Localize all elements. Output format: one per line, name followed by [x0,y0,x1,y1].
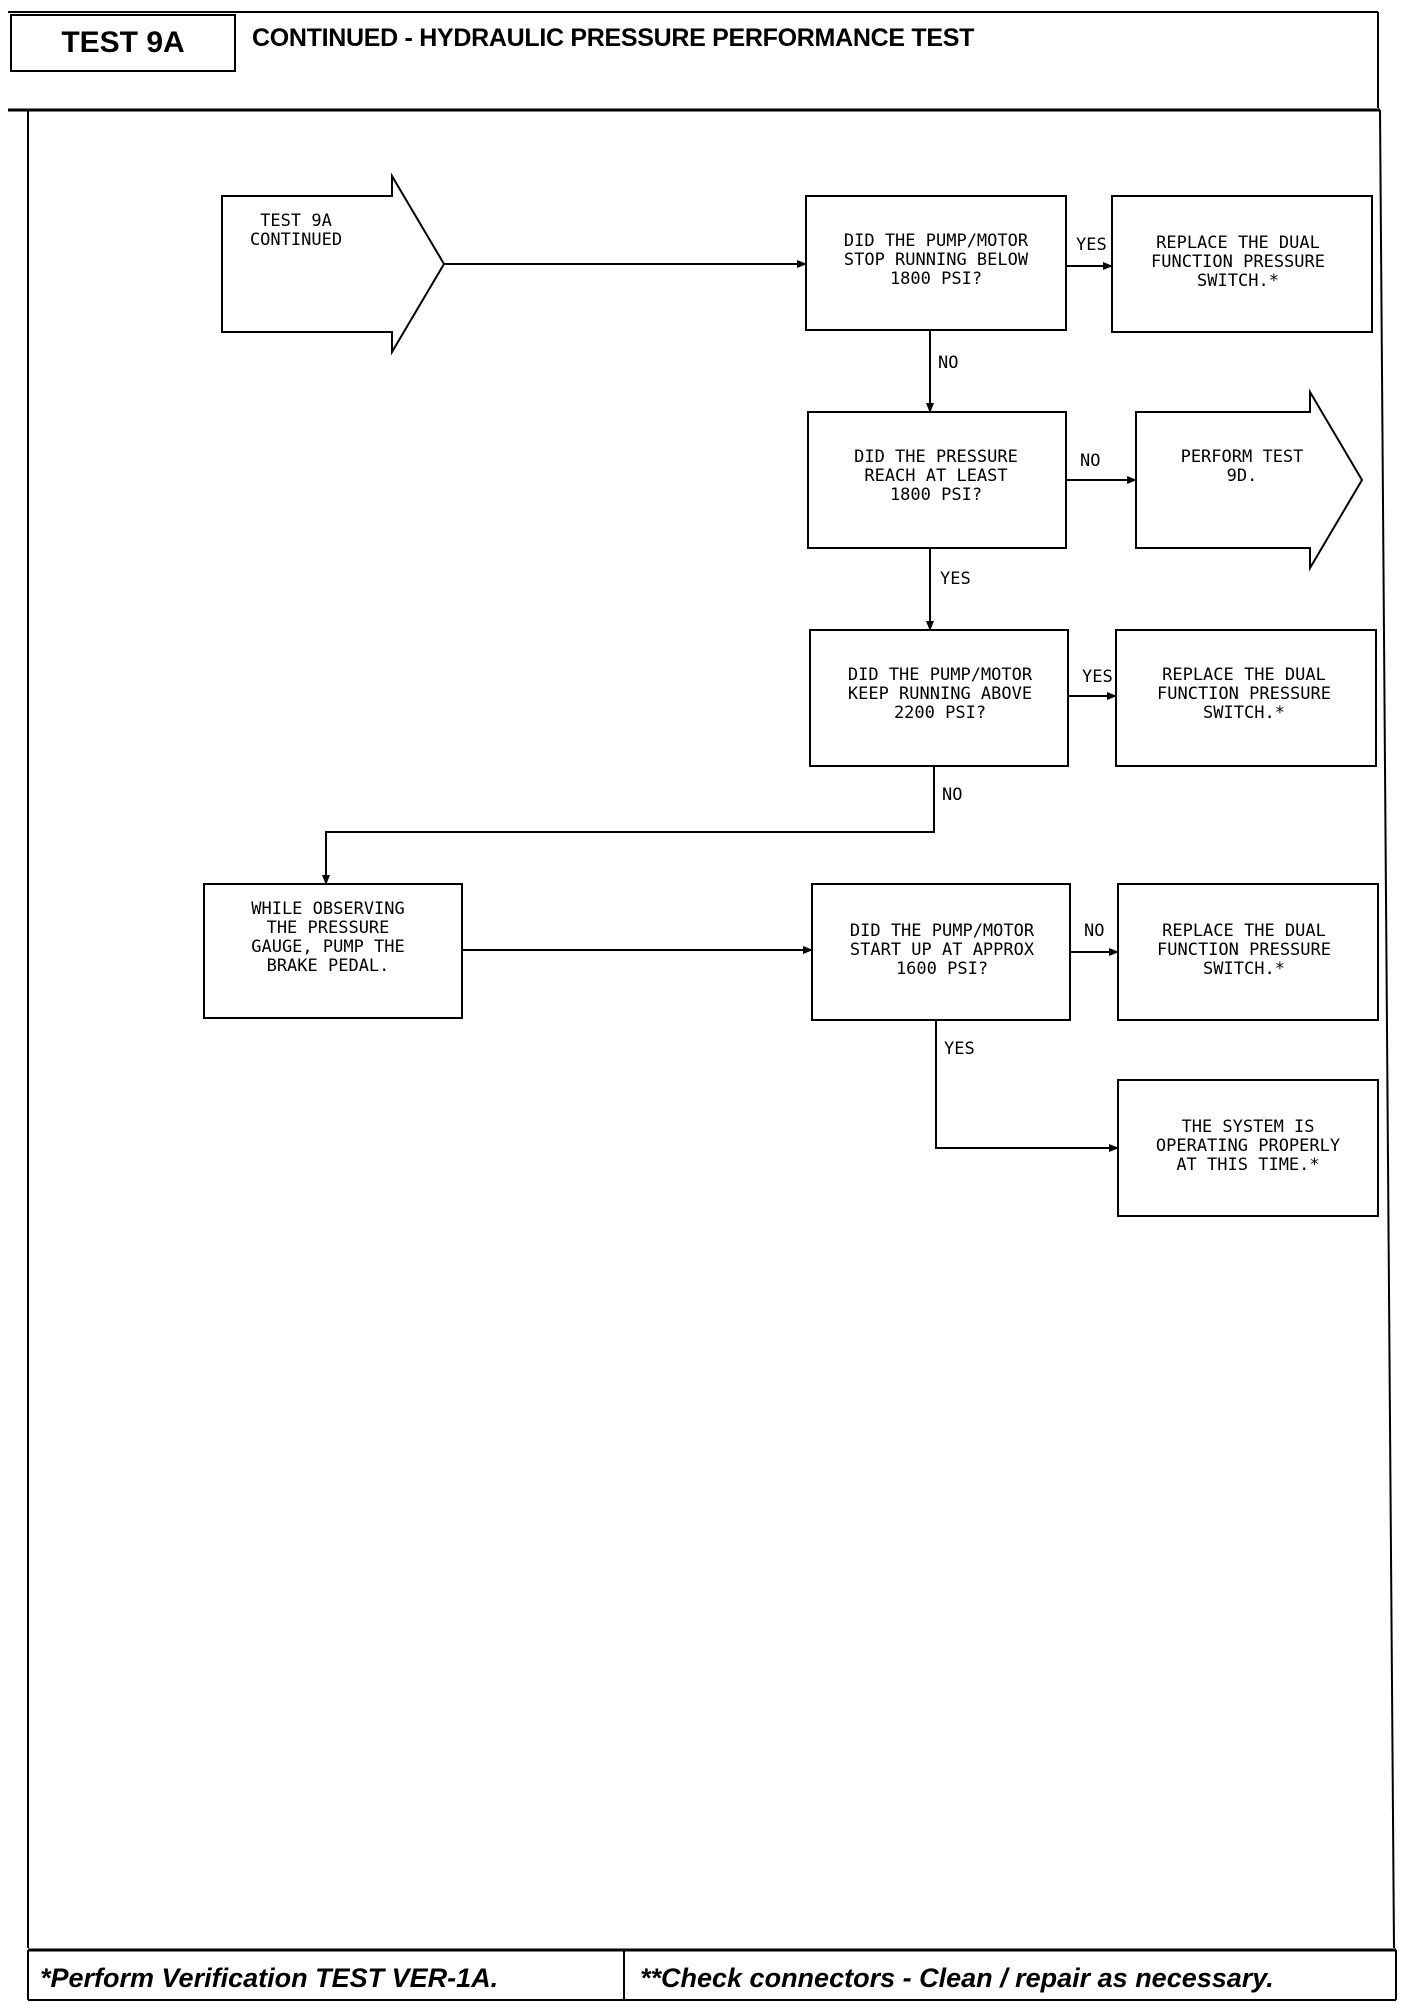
text-line: REPLACE THE DUAL [1162,665,1326,685]
text-line: 1800 PSI? [890,485,982,505]
text-line: REACH AT LEAST [864,466,1007,486]
text-line: SWITCH.* [1203,959,1285,979]
text-line: DID THE PUMP/MOTOR [844,231,1029,251]
text-line: 1800 PSI? [890,269,982,289]
label-q2-no: NO [1080,451,1100,471]
connector-q4-a5 [935,1020,1119,1152]
text-line: TEST 9A [260,211,332,231]
text-line: REPLACE THE DUAL [1162,921,1326,941]
a3-box [1115,629,1377,767]
q2-box [807,411,1067,549]
text-line: 2200 PSI? [894,703,986,723]
text-line: STOP RUNNING BELOW [844,250,1029,270]
text-line: GAUGE, PUMP THE [251,937,405,957]
label-q4-no: NO [1084,921,1104,941]
text-line: SWITCH.* [1197,271,1279,291]
flowchart-shapes [203,172,1379,1217]
label-q2-yes: YES [940,569,971,589]
test-id-label: TEST 9A [10,14,236,72]
text-line: START UP AT APPROX [850,940,1035,960]
text-line: DID THE PUMP/MOTOR [848,665,1033,685]
text-line: THE SYSTEM IS [1181,1117,1314,1137]
text-line: FUNCTION PRESSURE [1157,684,1331,704]
a1-box [1111,195,1373,333]
a2-arrow-shape [1135,388,1364,572]
text-line: WHILE OBSERVING [251,899,405,919]
text-line: BRAKE PEDAL. [267,956,390,976]
page-title: CONTINUED - HYDRAULIC PRESSURE PERFORMAN… [252,24,975,52]
text-line: CONTINUED [250,230,342,250]
start-arrow-shape [221,172,446,356]
text-line: KEEP RUNNING ABOVE [848,684,1032,704]
label-q3-yes: YES [1082,667,1113,687]
text-line: PERFORM TEST [1181,447,1304,467]
text-line: THE PRESSURE [267,918,390,938]
a4-box [1117,883,1379,1021]
footer-verification-note: *Perform Verification TEST VER-1A. [40,1963,499,1993]
q1-box [805,195,1067,331]
step-box [203,883,463,1019]
a5-box [1117,1079,1379,1217]
text-line: 9D. [1227,466,1258,486]
text-line: AT THIS TIME.* [1176,1155,1319,1175]
text-line: SWITCH.* [1203,703,1285,723]
label-q4-yes: YES [944,1039,975,1059]
label-q1-no: NO [938,353,958,373]
flowchart-connectors [322,260,1137,1152]
text-line: 1600 PSI? [896,959,988,979]
branch-labels: YES NO NO YES YES NO NO YES [938,235,1113,1059]
q3-box [809,629,1069,767]
text-line: FUNCTION PRESSURE [1151,252,1325,272]
connector-q3-step [322,766,935,885]
text-line: DID THE PRESSURE [854,447,1018,467]
text-line: DID THE PUMP/MOTOR [850,921,1035,941]
page-frame [8,11,1397,2001]
footer-connector-note: **Check connectors - Clean / repair as n… [640,1963,1274,1993]
label-q1-yes: YES [1076,235,1107,255]
text-line: OPERATING PROPERLY [1156,1136,1340,1156]
text-line: REPLACE THE DUAL [1156,233,1320,253]
text-line: FUNCTION PRESSURE [1157,940,1331,960]
label-q3-no: NO [942,785,962,805]
